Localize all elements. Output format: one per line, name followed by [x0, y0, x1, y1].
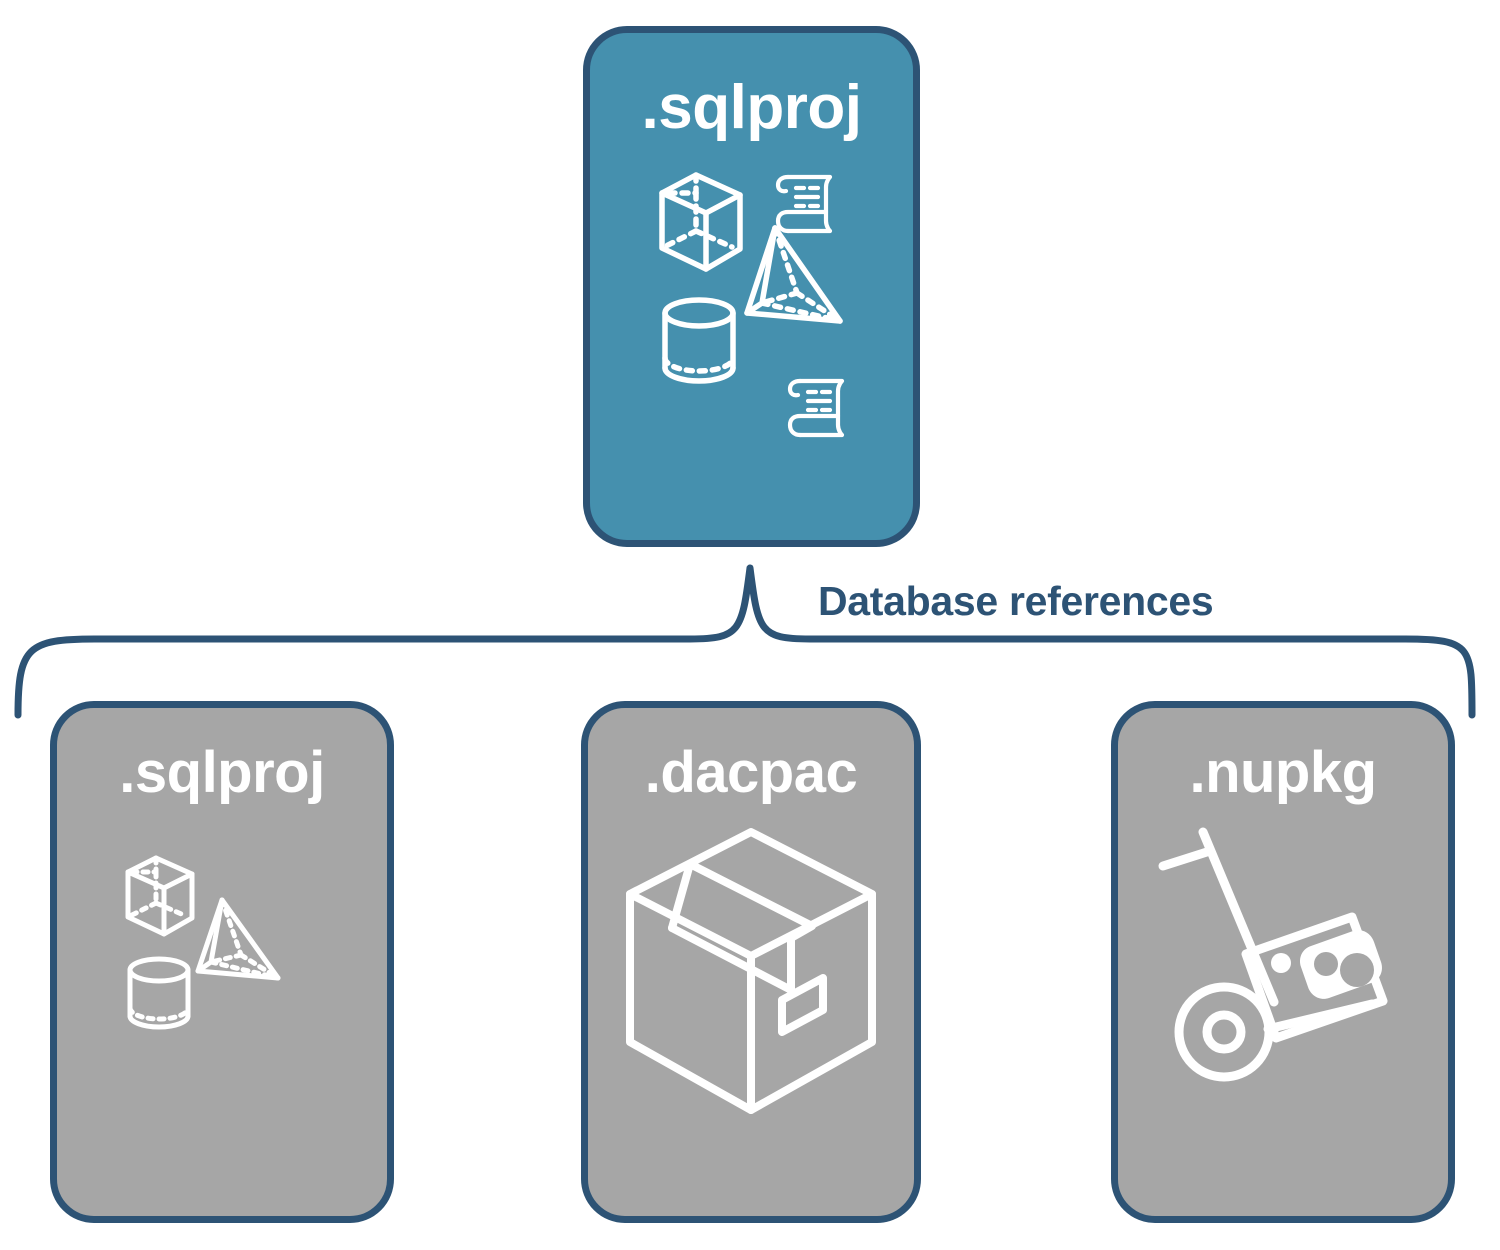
- hand-truck-icon-group: [1148, 824, 1418, 1114]
- scroll-icon-top: [775, 174, 833, 234]
- package-box-icon: [626, 828, 876, 1114]
- scroll-icon-bottom: [787, 378, 845, 438]
- cylinder-icon: [661, 297, 736, 384]
- shapes-icon-svg: [125, 855, 280, 1030]
- shapes-icon-group: [120, 840, 325, 1050]
- node-title-sqlproj-reference: .sqlproj: [119, 740, 325, 805]
- cylinder-icon: [127, 956, 190, 1030]
- node-sqlproj-root[interactable]: .sqlproj: [583, 26, 920, 547]
- node-sqlproj-reference[interactable]: .sqlproj: [50, 701, 394, 1223]
- shapes-icon-svg: [658, 172, 843, 384]
- cube-icon: [125, 855, 194, 937]
- shapes-icon-group: [652, 153, 852, 423]
- cube-icon: [658, 172, 743, 272]
- brace-connector: [14, 564, 1476, 719]
- node-title-nupkg: .nupkg: [1189, 740, 1377, 805]
- pyramid-icon: [195, 897, 280, 981]
- connector-label: Database references: [818, 578, 1214, 624]
- node-nupkg[interactable]: .nupkg: [1111, 701, 1455, 1223]
- pyramid-icon: [743, 225, 843, 324]
- package-box-icon-group: [616, 828, 886, 1118]
- node-title-sqlproj-root: .sqlproj: [641, 73, 862, 142]
- node-dacpac[interactable]: .dacpac: [581, 701, 921, 1223]
- node-title-dacpac: .dacpac: [644, 740, 858, 805]
- hand-truck-icon: [1158, 827, 1388, 1082]
